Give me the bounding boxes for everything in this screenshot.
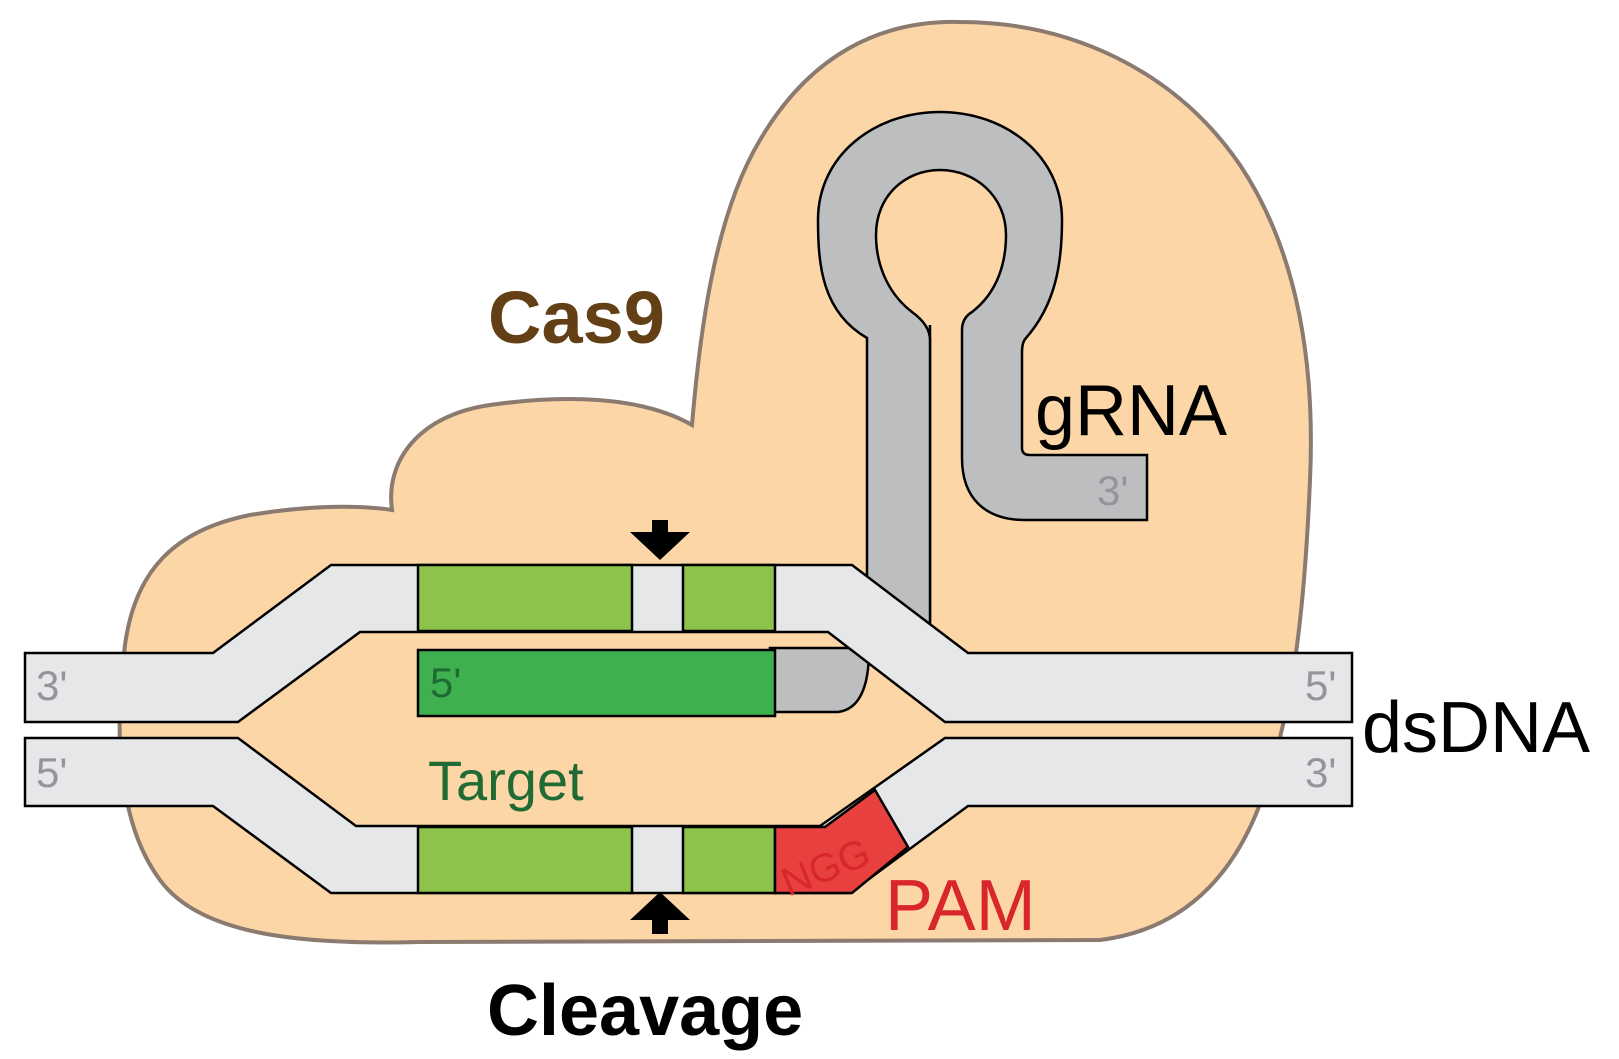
- grna-label: gRNA: [1035, 371, 1227, 451]
- dna-bottom-strand: [23, 736, 1354, 895]
- top-left-end-label: 3': [36, 662, 67, 709]
- grna-3prime-label: 3': [1097, 467, 1128, 514]
- cleavage-label: Cleavage: [487, 971, 803, 1051]
- grna-spacer: [416, 648, 777, 718]
- cas9-label: Cas9: [488, 276, 665, 359]
- target-segment-top-left: [416, 563, 634, 633]
- grna-loop: [816, 110, 1149, 650]
- bottom-right-end-label: 3': [1305, 749, 1336, 796]
- grna-5prime-label: 5': [430, 659, 461, 706]
- cleavage-arrow-up-icon: [630, 892, 690, 934]
- pam-shape: [773, 788, 910, 895]
- target-segment-bottom-left: [416, 825, 634, 895]
- bottom-left-end-label: 5': [36, 749, 67, 796]
- cleavage-arrow-down-icon: [630, 520, 690, 560]
- target-segment-bottom-right: [681, 825, 777, 895]
- target-segment-top-right: [681, 563, 777, 633]
- target-label: Target: [428, 749, 584, 812]
- dna-top-strand: [23, 563, 1354, 724]
- pam-label: PAM: [885, 866, 1036, 946]
- top-right-end-label: 5': [1305, 662, 1336, 709]
- dsdna-label: dsDNA: [1362, 688, 1590, 768]
